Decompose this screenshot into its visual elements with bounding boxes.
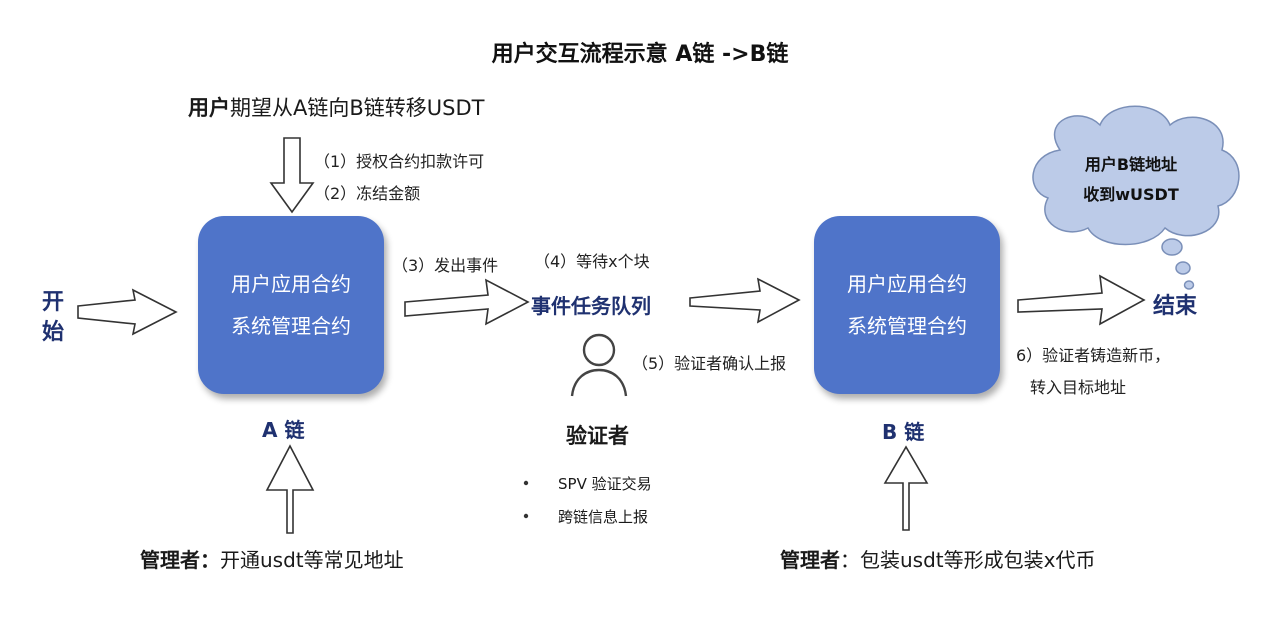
chain-a-system-contract: 系统管理合约 [231,314,351,338]
event-queue-label: 事件任务队列 [531,294,651,318]
end-label: 结束 [1153,294,1198,319]
admin-b-note: 管理者：包装usdt等形成包装x代币 [780,544,1095,573]
start-label-line1: 开 [42,290,65,315]
validator-bullet-report: 跨链信息上报 [558,508,649,526]
start-label: 开 始 [42,288,64,348]
chain-b-label: B 链 [882,420,925,444]
chain-a-contract-box: 用户应用合约 系统管理合约 [198,216,384,394]
bullet-dot [523,513,529,519]
arrow-up-admin-to-b [883,445,929,531]
chain-b-user-contract: 用户应用合约 [847,272,967,296]
chain-b-system-contract: 系统管理合约 [847,314,967,338]
step-3-label: （3）发出事件 [392,256,499,275]
diagram-title: 用户交互流程示意 A链 ->B链 [491,42,789,67]
chain-a-label: A 链 [262,418,305,442]
admin-a-note: 管理者：开通usdt等常见地址 [140,544,404,573]
step-2-label: （2）冻结金额 [314,184,421,203]
person-icon [570,333,628,397]
cloud-line1: 用户B链地址 [1084,155,1178,174]
arrow-a-to-queue [404,278,530,326]
chain-a-user-contract: 用户应用合约 [231,272,351,296]
cloud-message: 用户B链地址 收到wUSDT [1056,150,1206,210]
arrow-up-admin-to-a [265,444,315,534]
validator-bullet-spv: SPV 验证交易 [558,475,652,493]
arrow-queue-to-b [689,277,801,324]
arrow-down-user-to-a [269,137,315,214]
step-4-label: （4）等待x个块 [534,252,650,271]
step-5-label: （5）验证者确认上报 [632,354,787,373]
validator-label: 验证者 [566,424,629,448]
start-label-line2: 始 [42,320,65,345]
chain-b-contract-box: 用户应用合约 系统管理合约 [814,216,1000,394]
user-wish-bold: 用户 [188,96,230,120]
admin-b-bold: 管理者 [780,548,840,572]
bullet-dot [523,480,529,486]
arrow-b-to-end [1017,274,1146,326]
cloud-shape [1032,105,1240,290]
admin-b-text: ：包装usdt等形成包装x代币 [840,548,1096,572]
step-1-label: （1）授权合约扣款许可 [314,152,485,171]
step-6-label-line1: 6）验证者铸造新币， [1016,346,1171,365]
admin-a-text: 开通usdt等常见地址 [220,548,404,572]
step-6-label-line2: 转入目标地址 [1030,378,1127,397]
arrow-start-to-a [77,288,178,336]
cloud-line2: 收到wUSDT [1083,185,1179,204]
user-wish-text: 期望从A链向B链转移USDT [230,96,485,120]
user-wish: 用户期望从A链向B链转移USDT [188,92,484,122]
admin-a-bold: 管理者： [140,548,220,572]
